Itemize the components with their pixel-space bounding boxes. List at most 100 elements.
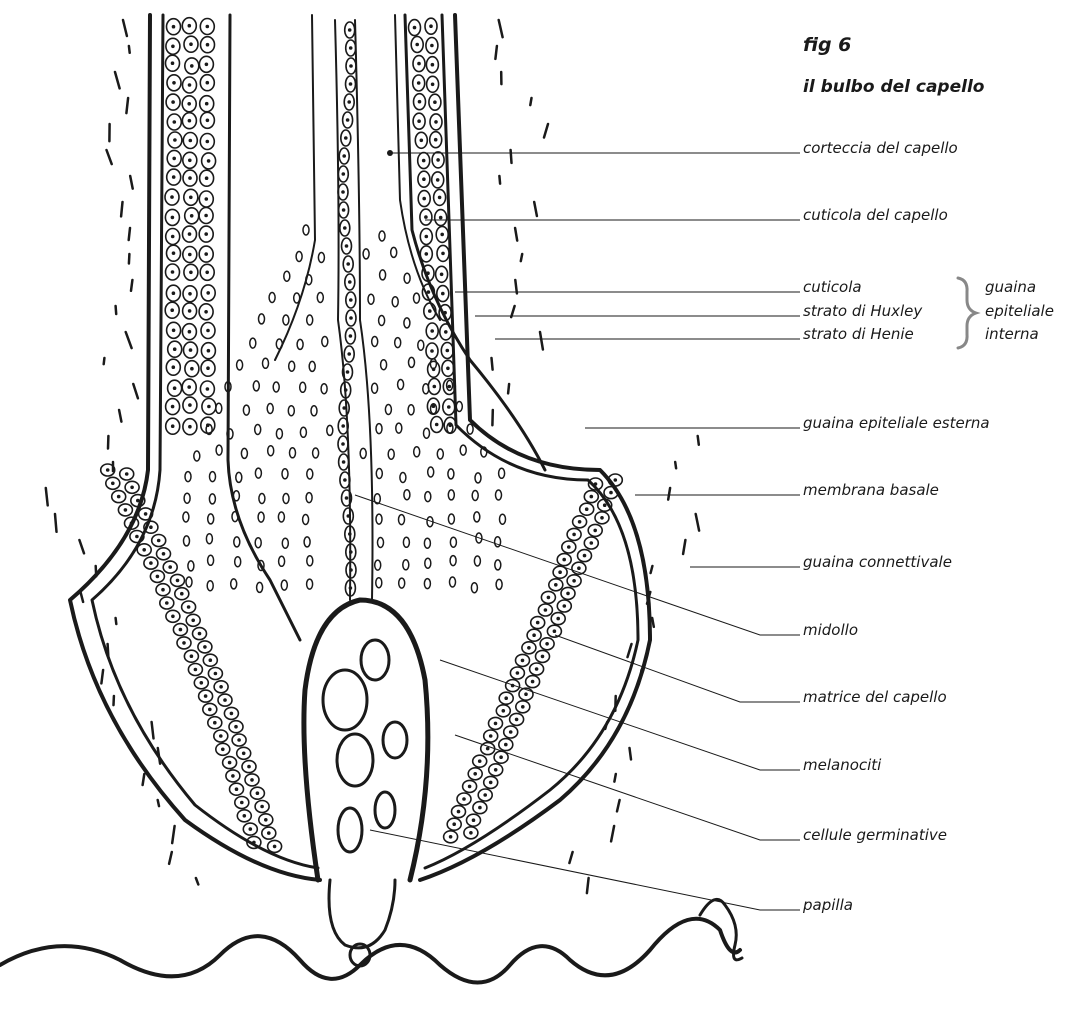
cell-nucleus xyxy=(221,748,225,752)
connective-dash xyxy=(630,748,632,759)
cell-nucleus xyxy=(206,25,210,29)
figure-title: il bulbo del capello xyxy=(803,77,985,97)
cell-nucleus xyxy=(161,588,165,592)
cell-nucleus xyxy=(205,197,209,201)
cell-nucleus xyxy=(446,367,450,371)
matrix-cell xyxy=(311,406,317,416)
matrix-cell xyxy=(448,514,454,524)
connective-dash xyxy=(79,540,84,553)
cell-nucleus xyxy=(182,641,186,645)
matrix-cell xyxy=(388,449,394,459)
cell-nucleus xyxy=(425,252,429,256)
cell-nucleus xyxy=(188,253,192,257)
matrix-cell xyxy=(496,579,502,589)
cell-nucleus xyxy=(449,835,453,839)
cell-nucleus xyxy=(189,196,193,200)
matrix-cell xyxy=(307,469,313,479)
connective-dash xyxy=(126,332,132,348)
matrix-cell xyxy=(403,560,409,570)
matrix-cell xyxy=(284,271,290,281)
cell-nucleus xyxy=(179,628,183,632)
cell-nucleus xyxy=(176,579,180,583)
connective-dash xyxy=(129,46,130,53)
connective-dash xyxy=(511,306,514,317)
cell-nucleus xyxy=(348,280,352,284)
cell-nucleus xyxy=(204,310,208,314)
cell-nucleus xyxy=(483,793,487,797)
cell-nucleus xyxy=(206,81,210,85)
cell-nucleus xyxy=(162,552,166,556)
matrix-cell xyxy=(255,425,261,435)
matrix-cell xyxy=(241,448,247,458)
label-germinative: cellule germinative xyxy=(803,826,947,844)
cell-nucleus xyxy=(206,119,210,123)
cell-nucleus xyxy=(191,619,195,623)
matrix-cell xyxy=(184,536,190,546)
cell-nucleus xyxy=(578,520,582,524)
matrix-cell xyxy=(289,361,295,371)
cell-nucleus xyxy=(187,385,191,389)
cell-nucleus xyxy=(556,617,560,621)
cell-nucleus xyxy=(420,139,424,143)
connective-dash xyxy=(530,98,531,105)
matrix-cell xyxy=(216,403,222,413)
cell-nucleus xyxy=(418,100,422,104)
cell-nucleus xyxy=(264,818,268,822)
matrix-cell xyxy=(307,556,313,566)
matrix-cell xyxy=(327,425,333,435)
matrix-cell xyxy=(188,561,194,571)
matrix-cell xyxy=(409,357,415,367)
cell-nucleus xyxy=(149,561,153,565)
label-matrice: matrice del capello xyxy=(803,688,947,706)
cell-nucleus xyxy=(136,499,140,503)
cell-nucleus xyxy=(130,486,134,490)
connective-dash xyxy=(169,852,172,864)
connective-dash xyxy=(675,462,676,468)
matrix-cell xyxy=(237,360,243,370)
cell-nucleus xyxy=(205,271,209,275)
connective-dash xyxy=(544,124,548,138)
cell-nucleus xyxy=(234,725,238,729)
matrix-cell xyxy=(206,534,212,544)
connective-dash xyxy=(495,46,497,59)
matrix-cell xyxy=(303,515,309,525)
matrix-cell xyxy=(194,451,200,461)
cell-nucleus xyxy=(190,214,194,218)
cell-nucleus xyxy=(609,491,613,495)
cell-nucleus xyxy=(343,478,347,482)
cell-nucleus xyxy=(237,738,241,742)
cell-nucleus xyxy=(434,120,438,124)
cell-nucleus xyxy=(172,365,176,369)
cell-nucleus xyxy=(188,119,192,123)
cell-nucleus xyxy=(585,507,589,511)
cell-nucleus xyxy=(247,765,251,769)
cell-nucleus xyxy=(452,822,456,826)
connective-dash xyxy=(129,254,130,264)
connective-dash xyxy=(515,228,517,241)
matrix-cell xyxy=(467,424,473,434)
cell-nucleus xyxy=(562,558,566,562)
matrix-cell xyxy=(258,512,264,522)
matrix-cell xyxy=(313,448,319,458)
cell-nucleus xyxy=(521,659,525,663)
matrix-cell xyxy=(372,337,378,347)
matrix-cell xyxy=(276,339,282,349)
cell-nucleus xyxy=(203,645,207,649)
matrix-cell xyxy=(474,512,480,522)
papilla-stalk xyxy=(329,880,395,948)
cell-nucleus xyxy=(172,251,176,255)
connective-dash xyxy=(515,280,517,293)
cell-nucleus xyxy=(180,592,184,596)
papilla-cell xyxy=(338,808,362,852)
cell-nucleus xyxy=(190,654,194,658)
label-basale: membrana basale xyxy=(803,481,939,499)
matrix-cell xyxy=(282,538,288,548)
connective-dash xyxy=(696,514,699,531)
bracket-label-line-1: guaina xyxy=(985,278,1036,296)
cell-nucleus xyxy=(430,329,434,333)
cell-nucleus xyxy=(188,159,192,163)
cell-nucleus xyxy=(189,271,193,275)
label-melanociti: melanociti xyxy=(803,756,882,774)
connective-dash xyxy=(569,852,572,863)
cell-nucleus xyxy=(349,568,353,572)
